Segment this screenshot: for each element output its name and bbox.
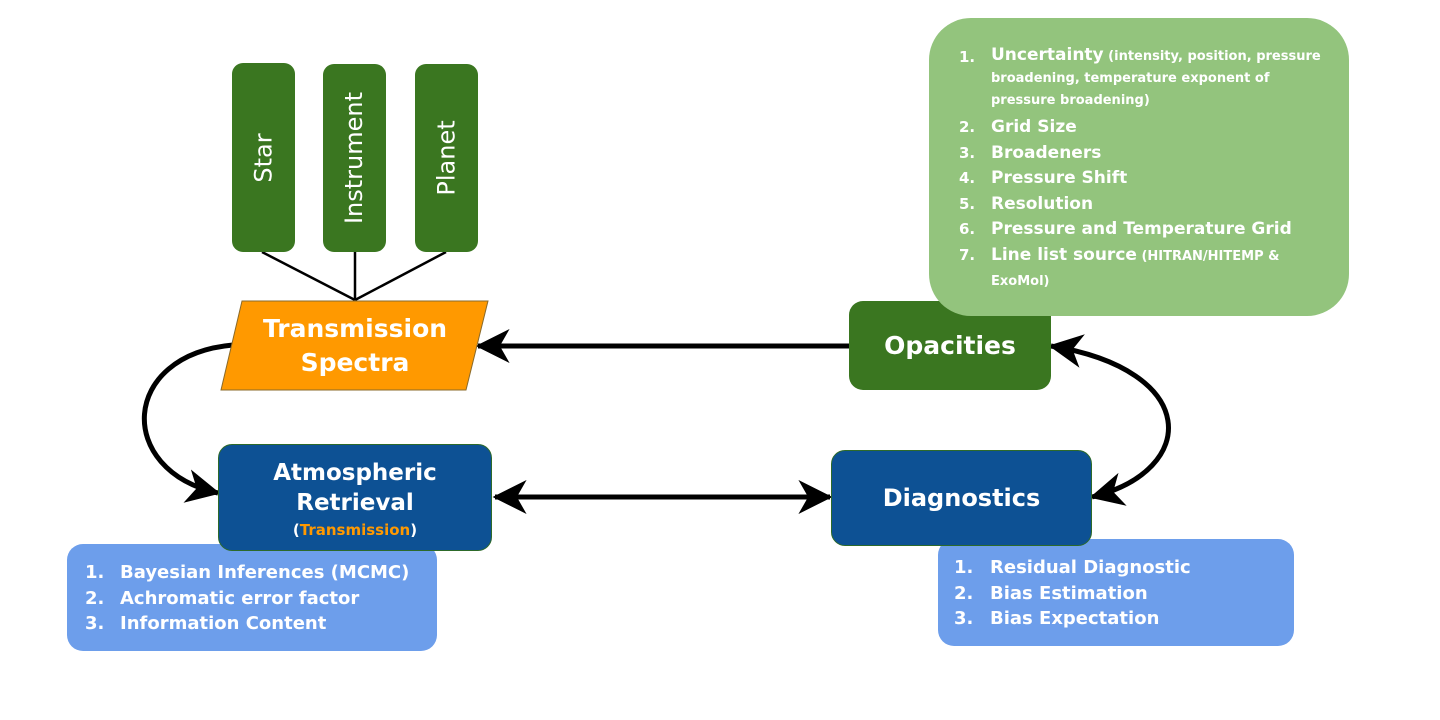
instrument-label: Instrument: [340, 91, 369, 225]
opacities-details-panel: 1. Uncertainty (intensity, position, pre…: [929, 18, 1349, 316]
atmospheric-retrieval-node: Atmospheric Retrieval (Transmission): [218, 444, 492, 551]
diagnostics-node: Diagnostics: [831, 450, 1092, 546]
planet-connector: [354, 250, 447, 302]
diagnostics-details-panel: 1.Residual Diagnostic 2.Bias Estimation …: [938, 539, 1294, 646]
star-box: Star: [232, 63, 295, 252]
list-item: 1.Residual Diagnostic: [954, 557, 1191, 578]
planet-label: Planet: [432, 120, 461, 196]
retrieval-details-list: 1.Bayesian Inferences (MCMC) 2.Achromati…: [85, 560, 437, 637]
list-item: 1. Uncertainty (intensity, position, pre…: [959, 45, 1321, 108]
atmospheric-retrieval-line1: Atmospheric: [273, 459, 437, 486]
atmospheric-retrieval-line2: Retrieval: [296, 489, 414, 516]
list-item: 3.Bias Expectation: [954, 608, 1160, 629]
list-item: 6.Pressure and Temperature Grid: [959, 219, 1292, 239]
opacities-diagnostics-arrow: [1048, 334, 1171, 506]
list-item: 1.Bayesian Inferences (MCMC): [85, 562, 410, 583]
star-connector: [261, 250, 356, 302]
retrieval-details-panel: 1.Bayesian Inferences (MCMC) 2.Achromati…: [67, 544, 437, 651]
transmission-spectra-shape: [220, 300, 489, 391]
planet-box: Planet: [415, 64, 478, 252]
list-item: 7. Line list source (HITRAN/HITEMP & Exo…: [959, 244, 1280, 289]
opacities-details-list: 1. Uncertainty (intensity, position, pre…: [959, 44, 1323, 294]
list-item: 3.Information Content: [85, 613, 327, 634]
opacities-label: Opacities: [884, 331, 1016, 360]
list-item: 3.Broadeners: [959, 142, 1102, 163]
list-item: 2.Bias Estimation: [954, 582, 1148, 604]
spectra-to-retrieval-arrow: [141, 342, 234, 503]
instrument-box: Instrument: [323, 64, 386, 252]
list-item: 2.Achromatic error factor: [85, 587, 360, 609]
list-item: 5.Resolution: [959, 193, 1094, 214]
transmission-spectra-line1: Transmission: [262, 314, 448, 343]
list-item: 4.Pressure Shift: [959, 168, 1128, 188]
transmission-spectra-line2: Spectra: [300, 348, 410, 377]
diagnostics-details-list: 1.Residual Diagnostic 2.Bias Estimation …: [954, 555, 1294, 632]
list-item: 2.Grid Size: [959, 117, 1077, 137]
diagnostics-label: Diagnostics: [882, 484, 1041, 512]
atmospheric-retrieval-subtitle: (Transmission): [292, 520, 418, 539]
star-label: Star: [249, 132, 278, 183]
transmission-spectra-node: Transmission Spectra: [230, 305, 480, 387]
